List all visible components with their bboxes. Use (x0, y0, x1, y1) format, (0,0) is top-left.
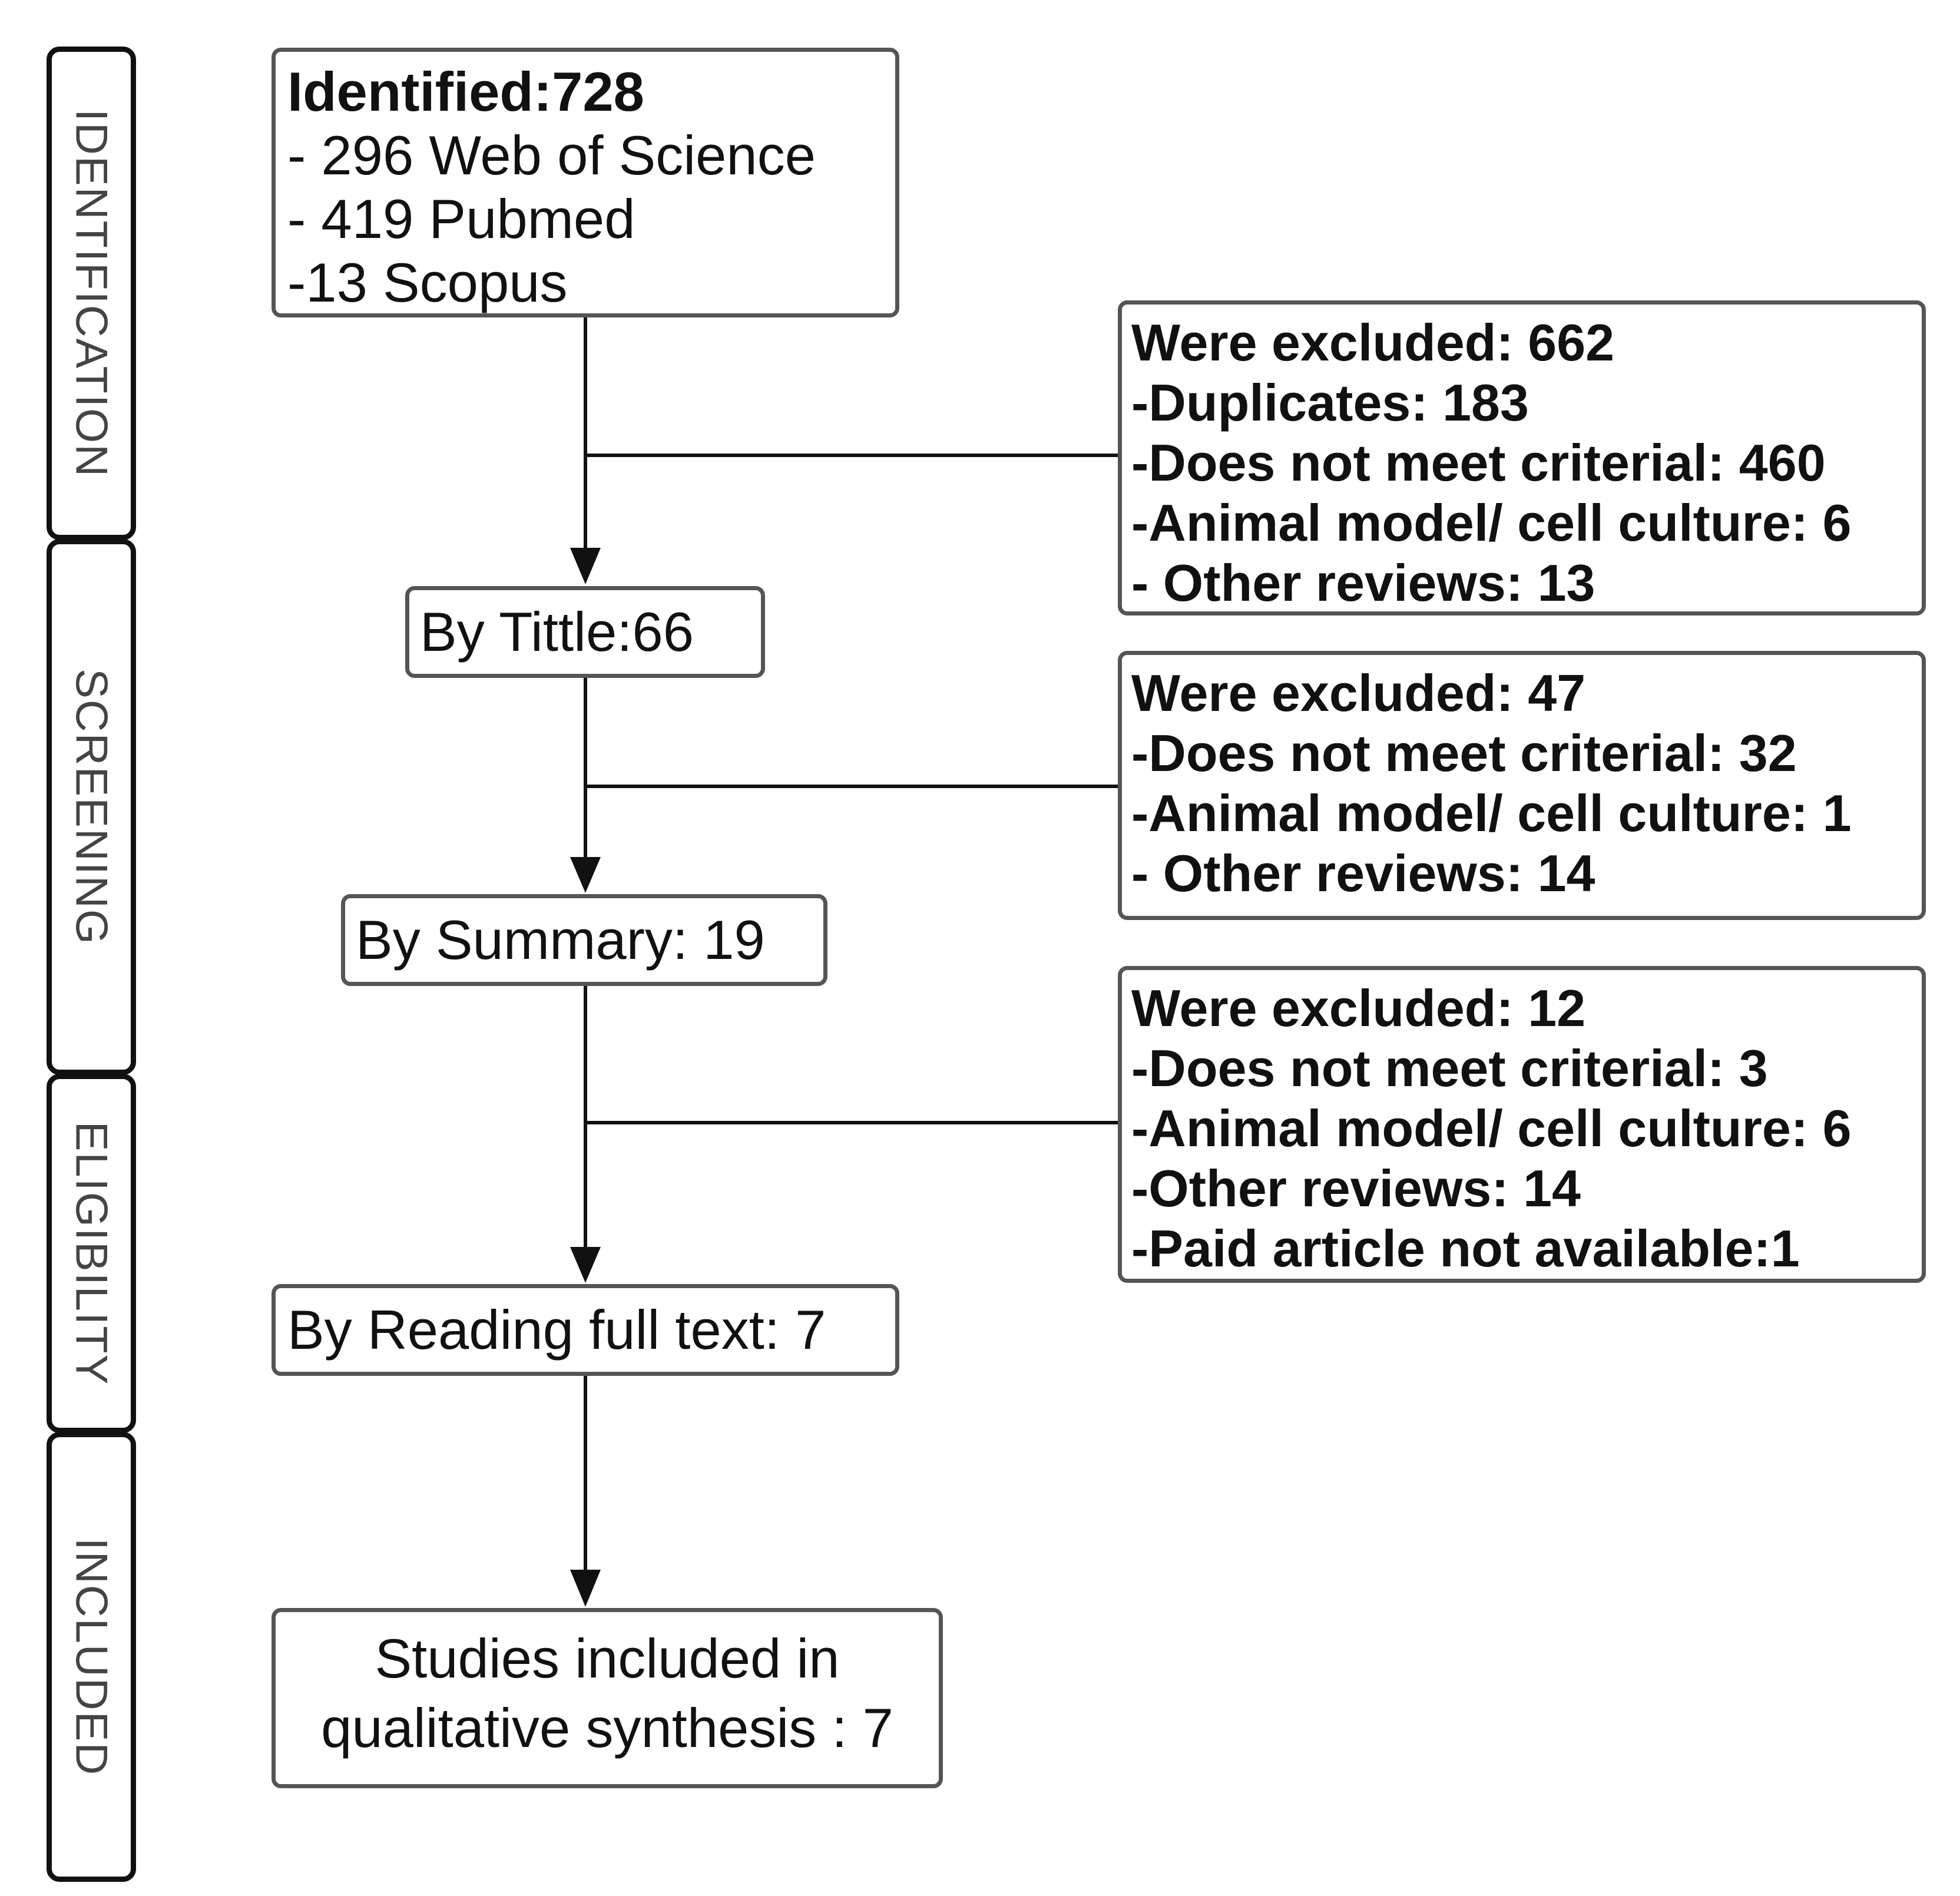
arrowhead-to-summary (570, 857, 601, 893)
excluded-reason: - Other reviews: 14 (1131, 844, 1595, 902)
excluded-reason: -Does not meet criterial: 32 (1131, 724, 1797, 782)
identified-box: Identified:728 - 296 Web of Science - 41… (272, 48, 899, 317)
excluded-box-3: Were excluded: 12 -Does not meet criteri… (1118, 966, 1926, 1283)
arrowhead-to-fulltext (570, 1247, 601, 1283)
phase-eligibility-label: ELIGIBILITY (66, 1121, 117, 1386)
by-full-text-label: By Reading full text: 7 (287, 1299, 826, 1361)
studies-included-line: qualitative synthesis : 7 (321, 1697, 893, 1759)
identified-source: - 296 Web of Science (287, 124, 816, 186)
arrowhead-to-title (570, 548, 601, 584)
studies-included-box: Studies included in qualitative synthesi… (272, 1608, 943, 1788)
excluded-heading: Were excluded: 47 (1131, 664, 1586, 722)
excluded-box-2: Were excluded: 47 -Does not meet criteri… (1118, 651, 1926, 920)
excluded-reason: -Duplicates: 183 (1131, 373, 1529, 432)
identified-source: -13 Scopus (287, 252, 568, 313)
by-title-label: By Tittle:66 (420, 601, 694, 663)
by-summary-label: By Summary: 19 (356, 909, 765, 971)
phase-identification-label: IDENTIFICATION (66, 108, 117, 478)
arrowhead-to-included (570, 1570, 601, 1607)
by-summary-box: By Summary: 19 (341, 894, 827, 986)
phase-screening: SCREENING (47, 539, 136, 1075)
identified-source: - 419 Pubmed (287, 188, 635, 250)
phase-screening-label: SCREENING (66, 669, 117, 945)
studies-included-line: Studies included in (375, 1627, 840, 1689)
excluded-reason: -Animal model/ cell culture: 6 (1131, 494, 1852, 552)
excluded-reason: -Animal model/ cell culture: 6 (1131, 1099, 1852, 1157)
excluded-reason: - Other reviews: 13 (1131, 554, 1595, 612)
excluded-heading: Were excluded: 12 (1131, 979, 1586, 1037)
phase-included-label: INCLUDED (66, 1537, 117, 1776)
phase-eligibility: ELIGIBILITY (47, 1074, 136, 1433)
phase-identification: IDENTIFICATION (47, 47, 136, 540)
excluded-box-1: Were excluded: 662 -Duplicates: 183 -Doe… (1118, 300, 1926, 616)
by-title-box: By Tittle:66 (405, 586, 765, 678)
by-full-text-box: By Reading full text: 7 (272, 1284, 899, 1376)
excluded-reason: -Other reviews: 14 (1131, 1159, 1581, 1217)
excluded-reason: -Animal model/ cell culture: 1 (1131, 784, 1852, 842)
excluded-reason: -Does not meet criterial: 3 (1131, 1039, 1768, 1097)
excluded-reason: -Does not meet criterial: 460 (1131, 434, 1826, 492)
excluded-reason: -Paid article not available:1 (1131, 1219, 1800, 1278)
identified-heading: Identified:728 (287, 61, 644, 123)
phase-included: INCLUDED (47, 1432, 136, 1882)
excluded-heading: Were excluded: 662 (1131, 313, 1615, 372)
